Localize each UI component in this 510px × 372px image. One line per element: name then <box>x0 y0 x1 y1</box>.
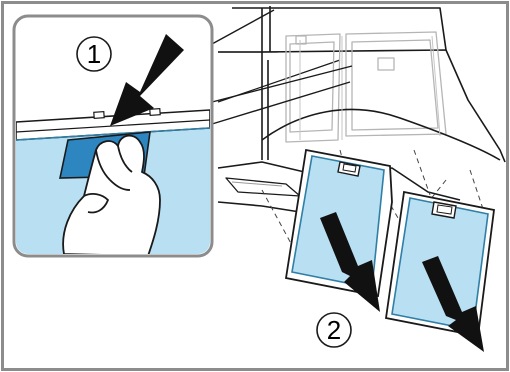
step-1-number: 1 <box>87 39 101 69</box>
detail-inset <box>14 16 212 256</box>
step-2-number: 2 <box>327 315 341 345</box>
step-2-badge: 2 <box>317 313 351 347</box>
step-1-badge: 1 <box>77 37 111 71</box>
